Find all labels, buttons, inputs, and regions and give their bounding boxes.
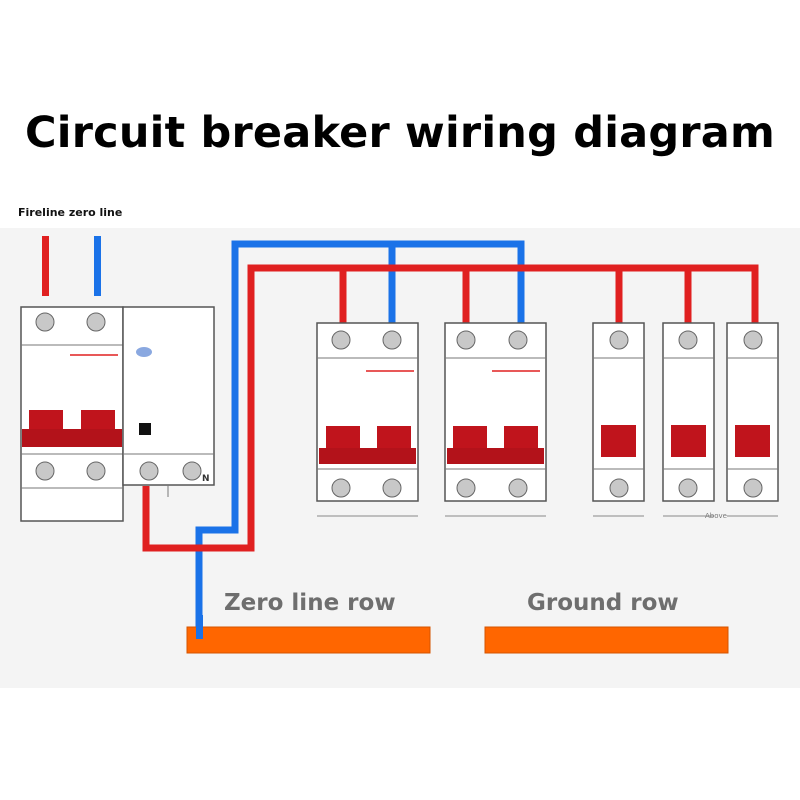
terminal — [139, 461, 159, 481]
terminal — [382, 330, 402, 350]
fire-distribution-wire — [142, 264, 759, 552]
double-pole-breaker-1 — [316, 322, 419, 517]
breaker-handle — [671, 425, 706, 457]
incoming-fire-wire — [42, 236, 49, 296]
page-title: Circuit breaker wiring diagram — [25, 108, 775, 158]
double-pole-breaker-2 — [444, 322, 547, 517]
zero-line-busbar — [186, 626, 431, 654]
terminal — [86, 312, 106, 332]
fire-zero-line-label: Fireline zero line — [18, 206, 123, 219]
terminal — [456, 330, 476, 350]
terminal — [609, 478, 629, 498]
zero-wire-end — [196, 615, 203, 639]
ground-row-label: Ground row — [527, 590, 679, 616]
terminal — [743, 478, 763, 498]
n-marker: N — [202, 474, 210, 484]
terminal — [182, 461, 202, 481]
single-pole-breaker-3: Above — [705, 322, 779, 520]
breaker-handle — [377, 426, 411, 448]
incoming-zero-wire — [94, 236, 101, 296]
terminal — [35, 312, 55, 332]
test-button — [136, 347, 152, 357]
distribution-wires — [142, 240, 759, 638]
single-pole-breaker-2 — [662, 322, 715, 517]
terminal — [678, 330, 698, 350]
terminal — [35, 461, 55, 481]
zero-line-row-label: Zero line row — [224, 590, 396, 616]
terminal — [508, 478, 528, 498]
breaker-handle — [601, 425, 636, 457]
single-pole-breaker-1 — [592, 322, 645, 517]
breaker-handle — [453, 426, 487, 448]
terminal — [456, 478, 476, 498]
breaker-handle — [735, 425, 770, 457]
terminal — [609, 330, 629, 350]
breaker-handle — [326, 426, 360, 448]
above-marker: Above — [705, 512, 727, 520]
rcd-module: N — [122, 306, 215, 497]
breaker-handle — [504, 426, 538, 448]
terminal — [743, 330, 763, 350]
terminal — [331, 478, 351, 498]
terminal — [86, 461, 106, 481]
terminal — [331, 330, 351, 350]
incoming-wires — [42, 236, 101, 296]
terminal — [678, 478, 698, 498]
terminal — [508, 330, 528, 350]
ground-busbar — [484, 626, 729, 654]
terminal — [382, 478, 402, 498]
main-breaker — [20, 306, 124, 522]
indicator — [139, 423, 151, 435]
